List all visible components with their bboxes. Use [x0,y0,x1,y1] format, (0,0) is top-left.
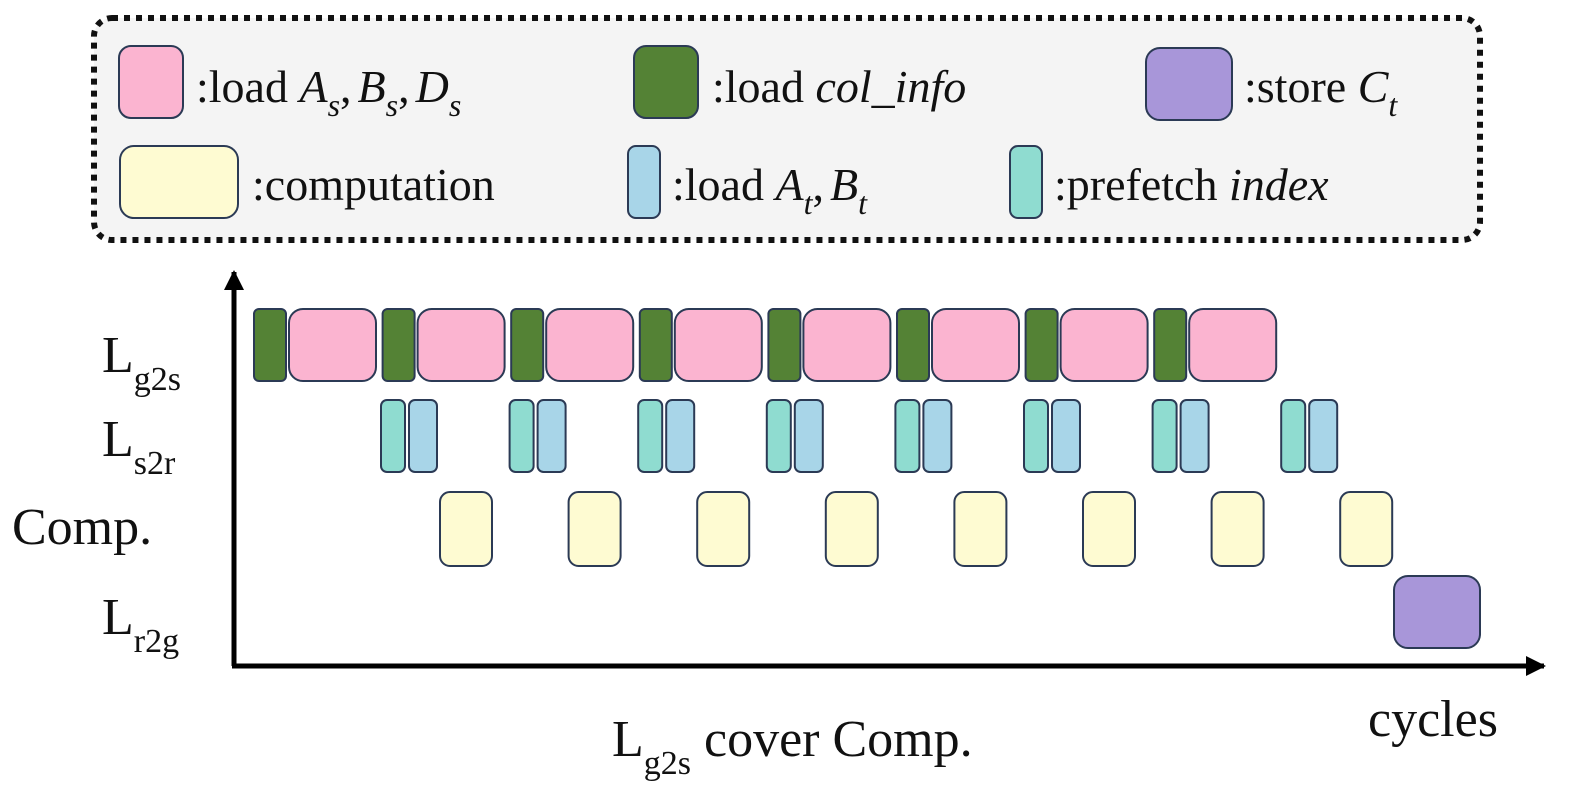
computation-block [824,491,879,567]
legend-swatch-computation [119,145,239,219]
load-shared-block [802,308,892,382]
x-axis-label: cycles [1368,691,1498,748]
legend-label-load-shared: :load As,Bs,Ds [196,61,461,123]
prefetch-index-block [765,399,792,473]
load-shared-block [931,308,1020,382]
computation-block [1339,491,1394,567]
legend-frame [91,15,1483,243]
legend-swatch-load-t [627,145,661,219]
lane-label-s2r: Ls2r [102,411,176,482]
load-col-info-block [253,308,287,382]
load-t-block [408,399,438,473]
computation-block [1082,491,1136,567]
lane-label-comp: Comp. [12,499,152,556]
load-shared-block [288,308,377,382]
prefetch-index-block [1280,399,1307,473]
load-col-info-block [1153,308,1188,382]
pipeline-blocks [253,308,1481,649]
load-t-block [1308,399,1339,473]
prefetch-index-block [637,399,664,473]
prefetch-index-block [1151,399,1178,473]
caption: Lg2s cover Comp. [612,711,973,782]
load-shared-block [545,308,635,382]
lane-label-r2g: Lr2g [102,589,179,660]
legend-label-computation: :computation [252,159,495,210]
computation-block [567,491,622,567]
store-block [1393,575,1481,649]
legend-label-prefetch: :prefetch index [1054,159,1329,210]
load-shared-block [673,308,763,382]
load-shared-block [1188,308,1278,382]
legend-swatch-load-shared [118,45,184,119]
prefetch-index-block [508,399,535,473]
load-col-info-block [510,308,545,382]
load-t-block [922,399,953,473]
load-t-block [793,399,824,473]
lane-labels: Lg2s Ls2r Comp. Lr2g [12,327,181,660]
load-shared-block [416,308,506,382]
load-t-block [1179,399,1210,473]
computation-block [1210,491,1265,567]
computation-block [953,491,1008,567]
legend-label-load-t: :load At,Bt [672,159,868,221]
legend-label-store: :store Ct [1244,61,1398,123]
legend-swatch-store [1145,47,1233,121]
load-col-info-block [767,308,802,382]
load-col-info-block [1024,308,1059,382]
prefetch-index-block [894,399,921,473]
legend: :load As,Bs,Ds :load col_info :store Ct … [91,15,1483,243]
axes: cycles [224,270,1546,748]
load-t-block [665,399,696,473]
load-t-block [1051,399,1081,473]
computation-block [439,491,493,567]
computation-block [696,491,751,567]
lane-label-g2s: Lg2s [102,327,181,398]
legend-label-load-col-info: :load col_info [712,61,966,112]
prefetch-index-block [380,399,406,473]
load-col-info-block [896,308,930,382]
legend-swatch-load-col-info [633,45,699,119]
legend-swatch-prefetch [1009,145,1043,219]
prefetch-index-block [1023,399,1049,473]
load-col-info-block [381,308,416,382]
load-col-info-block [638,308,673,382]
load-t-block [536,399,567,473]
load-shared-block [1059,308,1149,382]
